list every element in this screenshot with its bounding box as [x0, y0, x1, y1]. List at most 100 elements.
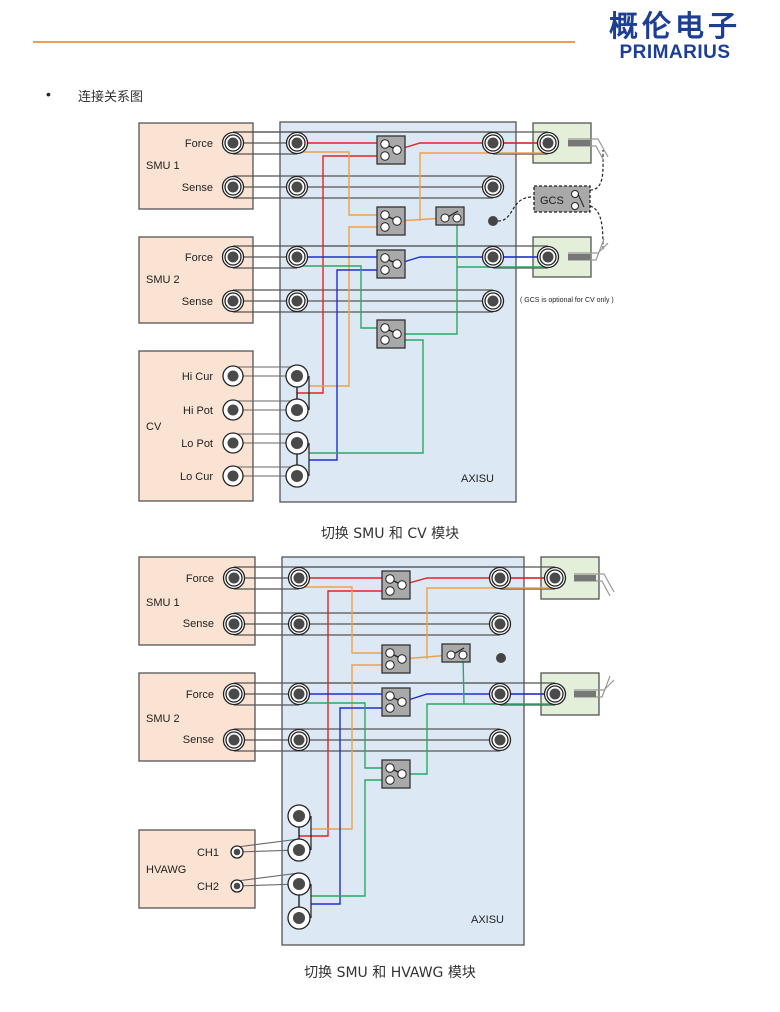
gcs-note: ( GCS is optional for CV only )	[520, 297, 614, 304]
orange-wire-smu1-guard	[300, 151, 385, 216]
axisu-output-connector	[488, 682, 512, 706]
axisu-output-connector	[481, 289, 505, 313]
coax-center-pin	[227, 470, 239, 482]
triax-center-pin	[228, 688, 240, 700]
orange-wire-cv-hipot	[309, 226, 385, 387]
switch-body	[381, 687, 411, 717]
switch-terminal-b	[385, 703, 395, 713]
smu-connector	[222, 728, 246, 752]
header-accent-line	[33, 41, 575, 43]
smu1-force-label: Force	[186, 573, 214, 585]
switch-hvawg-ch2	[381, 759, 411, 789]
smu2-sense-label: Sense	[183, 734, 214, 746]
switch-terminal-right	[458, 650, 468, 660]
switch-terminal-a	[380, 253, 390, 263]
bullet-icon: •	[46, 86, 51, 102]
primarius-logo: 概伦电子 PRIMARIUS	[600, 10, 750, 64]
axisu-label: AXISU	[461, 473, 494, 485]
switch-terminal-common	[392, 329, 402, 339]
probe-needle-2	[568, 238, 609, 261]
orange-wire-to-probe1-guard	[419, 152, 548, 221]
coax-center-pin	[227, 437, 239, 449]
red-wire-cv-hicur	[297, 155, 385, 394]
probe-outline	[568, 242, 609, 254]
axisu-output-connector	[488, 612, 512, 636]
axisu-input-connector	[285, 175, 309, 199]
cv-port-connector	[222, 399, 244, 421]
coax-center-pin	[227, 404, 239, 416]
orange-wire-to-probe1-guard	[426, 587, 555, 659]
axisu-hvawg-connector	[287, 804, 311, 828]
sense-through-cable	[299, 728, 500, 752]
gcs-lever	[577, 193, 585, 208]
triax-center-pin	[293, 734, 305, 746]
coax-center-pin	[290, 436, 304, 450]
switch-terminal-a	[380, 139, 390, 149]
gcs-dashed-link	[589, 205, 604, 251]
smu-name-1: SMU 1	[146, 597, 180, 609]
switch-ground	[441, 643, 471, 663]
switch-smu1-force	[376, 135, 406, 165]
ground-terminal-dot	[496, 653, 506, 663]
gcs-terminal	[571, 202, 579, 210]
axisu-output-connector	[481, 131, 505, 155]
axisu-cv-connector	[285, 464, 309, 488]
probe2-connector	[543, 682, 567, 706]
smu-connector	[221, 245, 245, 269]
hvawg-port-connector	[230, 879, 244, 893]
switch-terminal-common	[397, 697, 407, 707]
triax-center-pin	[494, 688, 506, 700]
axisu-hvawg-connector	[287, 906, 311, 930]
switch-terminal-a	[385, 648, 395, 658]
coax-center-pin	[292, 843, 306, 857]
probe-body	[574, 575, 596, 581]
axisu-input-connector	[287, 566, 311, 590]
axisu-input-connector	[287, 682, 311, 706]
switch-smu2-force	[376, 249, 406, 279]
switch-smu2-force	[381, 687, 411, 717]
coax-center-pin	[290, 469, 304, 483]
cv-port-connector	[222, 365, 244, 387]
probe-needle-1	[568, 138, 609, 162]
triax-center-pin	[228, 734, 240, 746]
triax-center-pin	[291, 181, 303, 193]
switch-gcs	[435, 206, 465, 226]
smu-connector	[221, 131, 245, 155]
hvawg-port-label-1: CH2	[197, 881, 219, 893]
probe1-connector	[543, 566, 567, 590]
axisu-input-connector	[287, 612, 311, 636]
red-wire-hvawg-ch1	[299, 590, 390, 837]
gcs-dashed-link	[589, 149, 604, 191]
smu1-sense-label: Sense	[183, 618, 214, 630]
probe-outline	[568, 138, 609, 158]
switch-terminal-common	[392, 259, 402, 269]
triax-center-pin	[542, 137, 554, 149]
switch-terminal-common	[392, 145, 402, 155]
smu-connector	[221, 175, 245, 199]
green-wire-ground-switch	[462, 654, 465, 705]
hvawg-port-connector	[230, 845, 244, 859]
switch-terminal-b	[380, 222, 390, 232]
ch2-cable-shield	[236, 872, 300, 882]
diagram1-caption: 切换 SMU 和 CV 模块	[320, 526, 460, 542]
diagram2-caption: 切换 SMU 和 HVAWG 模块	[304, 965, 476, 981]
switch-terminal-left	[446, 650, 456, 660]
hvawg-name: HVAWG	[146, 864, 186, 876]
triax-center-pin	[293, 572, 305, 584]
axisu-hvawg-connector	[287, 838, 311, 862]
triax-center-pin	[487, 181, 499, 193]
smu-connector	[222, 682, 246, 706]
switch-terminal-a	[380, 210, 390, 220]
section-title: 连接关系图	[78, 90, 144, 105]
axisu-output-connector	[481, 175, 505, 199]
switch-terminal-common	[397, 580, 407, 590]
cv-port-label-0: Hi Cur	[182, 371, 214, 383]
cv-port-label-1: Hi Pot	[183, 405, 213, 417]
switch-terminal-a	[385, 574, 395, 584]
ch1-cable-shield	[236, 838, 300, 848]
logo-english-text: PRIMARIUS	[619, 42, 731, 63]
triax-center-pin	[542, 251, 554, 263]
triax-center-pin	[291, 137, 303, 149]
coax-center-pin	[292, 911, 306, 925]
switch-cv-lo	[376, 319, 406, 349]
